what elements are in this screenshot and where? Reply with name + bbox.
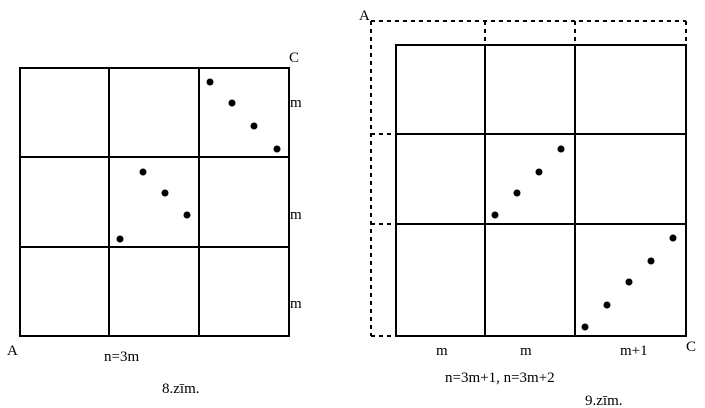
fig8-corner-a-label: A: [7, 343, 18, 359]
fig8-corner-c-label: C: [289, 50, 299, 66]
fig9-col-label: m: [436, 343, 448, 359]
fig8-dot: [139, 168, 147, 176]
fig9-caption: 9.zīm.: [585, 393, 623, 408]
fig8-outer-square: [19, 67, 290, 337]
fig8-dot: [228, 99, 236, 107]
fig9-corner-a-label: A: [359, 8, 370, 24]
fig8-dot: [273, 145, 281, 153]
fig9-dot: [581, 323, 589, 331]
fig9-formula: n=3m+1, n=3m+2: [445, 370, 555, 386]
fig9-dot: [647, 257, 655, 265]
fig9-dot: [603, 301, 611, 309]
fig8-row-label: m: [290, 95, 302, 111]
fig8-caption: 8.zīm.: [162, 381, 200, 397]
fig8-row-label: m: [290, 207, 302, 223]
fig8-dot: [206, 78, 214, 86]
fig8-row-label: m: [290, 296, 302, 312]
fig9-dot: [535, 168, 543, 176]
fig9-outer-square: [395, 44, 687, 337]
fig9-dot: [513, 189, 521, 197]
fig9-col-label: m: [520, 343, 532, 359]
fig8-formula: n=3m: [104, 349, 139, 365]
fig8-dot: [250, 122, 258, 130]
figure-9: A C m m m+1 n=3m+1, n=3m+2 9.zīm.: [359, 8, 696, 408]
fig8-dot: [161, 189, 169, 197]
figure-8: C A m m m n=3m 8.zīm.: [7, 50, 302, 397]
fig9-dot: [625, 278, 633, 286]
fig9-col-label: m+1: [620, 343, 648, 359]
fig9-dot: [669, 234, 677, 242]
fig8-dot: [183, 211, 191, 219]
fig9-corner-c-label: C: [686, 339, 696, 355]
fig9-dot: [557, 145, 565, 153]
fig9-dot: [491, 211, 499, 219]
fig8-dot: [116, 235, 124, 243]
